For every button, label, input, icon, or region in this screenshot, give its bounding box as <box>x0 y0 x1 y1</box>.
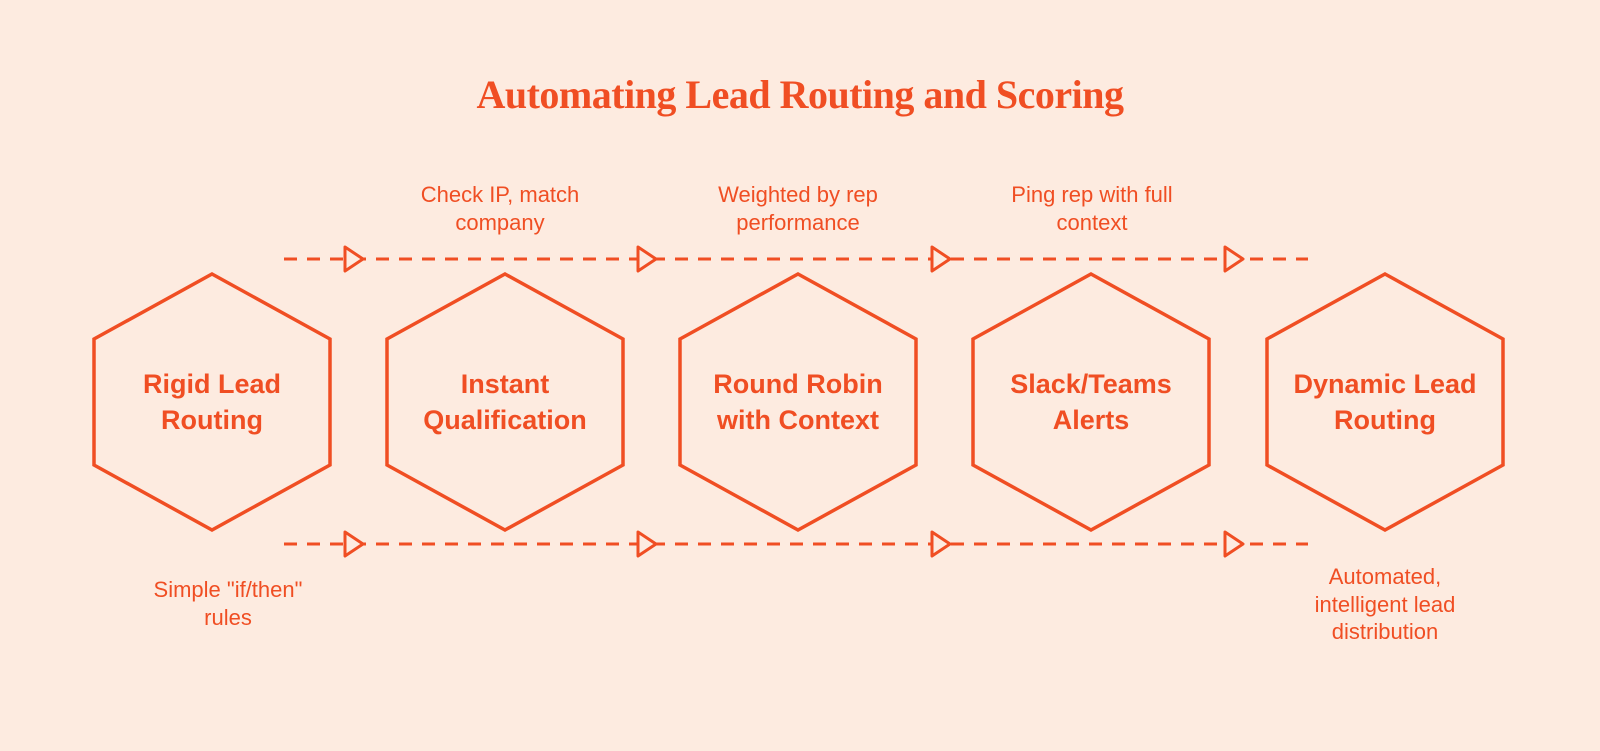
stage-label: Slack/Teams Alerts <box>1010 369 1172 435</box>
hexagon-outline-icon <box>678 272 918 532</box>
annotation-check-ip: Check IP, match company <box>420 182 580 235</box>
arrowhead-right-icon <box>343 530 1245 558</box>
annotation-automated-distribution: Automated, intelligent lead distribution <box>1314 564 1456 644</box>
top-dashed-arrow-line <box>284 245 1308 273</box>
page-title: Automating Lead Routing and Scoring <box>476 72 1124 117</box>
annotation-weighted-by-rep: Weighted by rep performance <box>718 182 878 235</box>
hexagon-outline-icon <box>385 272 625 532</box>
annotation-simple-if-then: Simple "if/then" rules <box>153 577 303 630</box>
stage-label: Dynamic Lead Routing <box>1293 369 1477 435</box>
arrowhead-right-icon <box>343 245 1245 273</box>
hexagon-outline-icon <box>971 272 1211 532</box>
bottom-dashed-arrow-line <box>284 530 1308 558</box>
stage-hexagon-slack-teams-alerts: Slack/Teams Alerts <box>971 272 1211 532</box>
stage-label: Instant Qualification <box>423 369 587 435</box>
annotation-ping-rep: Ping rep with full context <box>1011 182 1173 235</box>
stage-hexagon-rigid-lead-routing: Rigid Lead Routing <box>92 272 332 532</box>
stage-hexagon-round-robin: Round Robin with Context <box>678 272 918 532</box>
stage-hexagon-instant-qualification: Instant Qualification <box>385 272 625 532</box>
hexagon-outline-icon <box>1265 272 1505 532</box>
stage-hexagon-dynamic-lead-routing: Dynamic Lead Routing <box>1265 272 1505 532</box>
stage-label: Rigid Lead Routing <box>142 369 281 435</box>
stage-label: Round Robin with Context <box>713 369 883 435</box>
hexagon-outline-icon <box>92 272 332 532</box>
